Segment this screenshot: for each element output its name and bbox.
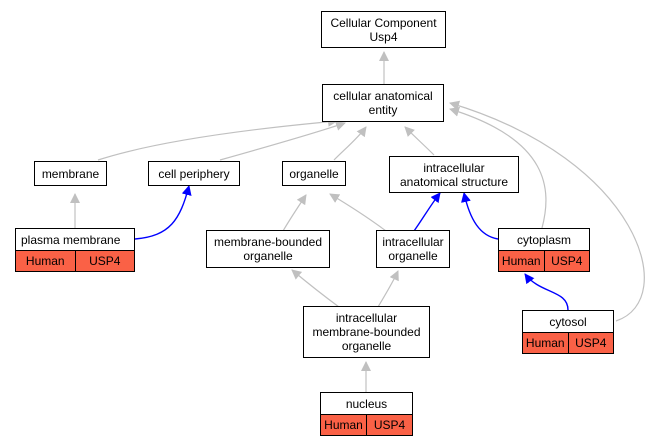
- edge-imbo-to-io: [377, 270, 399, 308]
- edge-io-part-of-ias: [413, 192, 441, 232]
- node-line: organelle: [243, 249, 293, 263]
- edge-io-to-organelle: [329, 193, 387, 232]
- node-label: cytosol: [523, 311, 613, 333]
- node-plasma-membrane[interactable]: plasma membrane Human USP4: [15, 228, 135, 272]
- edge-plasma-membrane-part-of-cell-periphery: [134, 185, 192, 240]
- edge-membrane-to-cae: [97, 116, 338, 161]
- annotation-tags: Human USP4: [321, 415, 412, 435]
- node-cell-periphery[interactable]: cell periphery: [148, 161, 240, 186]
- annotation-tags: Human USP4: [16, 251, 134, 271]
- edge-cell-periphery-to-cae: [219, 121, 346, 161]
- node-label: cytoplasm: [499, 229, 589, 251]
- edge-imbo-to-mbo: [291, 269, 340, 308]
- node-line: Usp4: [369, 29, 398, 44]
- node-line: organelle: [289, 166, 339, 181]
- edge-cytoplasm-to-cae: [449, 106, 547, 229]
- organism-tag: Human: [525, 336, 565, 350]
- node-line: organelle: [388, 249, 438, 263]
- node-line: Cellular Component: [330, 15, 437, 30]
- annotation-tags: Human USP4: [499, 251, 589, 271]
- gene-tag: USP4: [74, 251, 135, 271]
- node-organelle[interactable]: organelle: [282, 161, 346, 186]
- node-membrane[interactable]: membrane: [34, 161, 107, 186]
- gene-tag: USP4: [567, 333, 614, 353]
- node-line: organelle: [341, 339, 392, 353]
- node-line: cell periphery: [158, 166, 230, 181]
- edge-mbo-to-organelle: [282, 194, 307, 232]
- node-cellular-component[interactable]: Cellular Component Usp4: [321, 11, 446, 48]
- node-intracellular-anatomical-structure[interactable]: intracellular anatomical structure: [389, 156, 519, 193]
- gene-tag: USP4: [543, 251, 590, 271]
- edge-cytosol-part-of-cytoplasm: [524, 273, 569, 311]
- node-line: membrane-bounded: [213, 235, 323, 249]
- node-cellular-anatomical-entity[interactable]: cellular anatomical entity: [322, 84, 444, 122]
- node-cytoplasm[interactable]: cytoplasm Human USP4: [498, 228, 590, 272]
- node-line: intracellular: [382, 235, 444, 249]
- node-line: intracellular: [335, 311, 398, 325]
- organism-tag: Human: [324, 418, 363, 432]
- node-membrane-bounded-organelle[interactable]: membrane-bounded organelle: [206, 230, 330, 268]
- gene-tag: USP4: [366, 415, 412, 435]
- organism-tag: Human: [501, 254, 541, 268]
- node-intracellular-organelle[interactable]: intracellular organelle: [376, 230, 450, 268]
- annotation-tags: Human USP4: [523, 333, 613, 353]
- node-line: anatomical structure: [399, 174, 509, 189]
- edge-cytoplasm-part-of-ias: [461, 192, 499, 240]
- organism-tag: Human: [25, 254, 65, 268]
- node-label: nucleus: [321, 393, 412, 415]
- node-line: membrane-bounded: [312, 325, 421, 339]
- node-line: cellular anatomical: [333, 89, 433, 103]
- node-line: membrane: [41, 166, 100, 181]
- edge-ias-to-cae: [404, 126, 435, 156]
- node-nucleus[interactable]: nucleus Human USP4: [320, 392, 413, 436]
- node-line: entity: [368, 103, 398, 117]
- edge-organelle-to-cae: [333, 126, 367, 161]
- node-line: intracellular: [423, 160, 485, 175]
- node-label: plasma membrane: [16, 229, 134, 251]
- node-cytosol[interactable]: cytosol Human USP4: [522, 310, 614, 354]
- edge-cytosol-to-cae: [449, 100, 645, 322]
- node-intracellular-membrane-bounded-organelle[interactable]: intracellular membrane-bounded organelle: [303, 306, 430, 358]
